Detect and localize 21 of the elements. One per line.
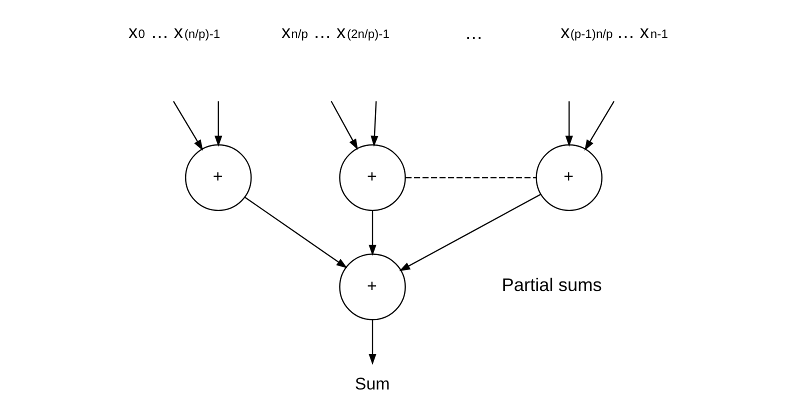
label: x(p-1)n/p … xn-1 (560, 22, 668, 42)
node-circle: + (535, 144, 602, 212)
label: Partial sums (501, 275, 602, 296)
arrow (172, 100, 203, 151)
label: x0 … x(n/p)-1 (128, 22, 220, 42)
arrow (370, 101, 378, 147)
arrow (368, 320, 376, 365)
arrow (330, 100, 358, 150)
label: xn/p … x(2n/p)-1 (280, 22, 389, 42)
arrow (584, 100, 614, 151)
node-text: Sum (354, 374, 390, 394)
arrow (244, 196, 347, 268)
arrow (368, 210, 376, 256)
arrow (214, 101, 222, 147)
connector (405, 177, 536, 178)
arrow (398, 194, 540, 272)
node-circle: + (338, 144, 406, 212)
label: … (464, 23, 482, 44)
node-circle: + (338, 254, 406, 320)
arrow (564, 101, 572, 147)
node-circle: + (184, 144, 252, 212)
